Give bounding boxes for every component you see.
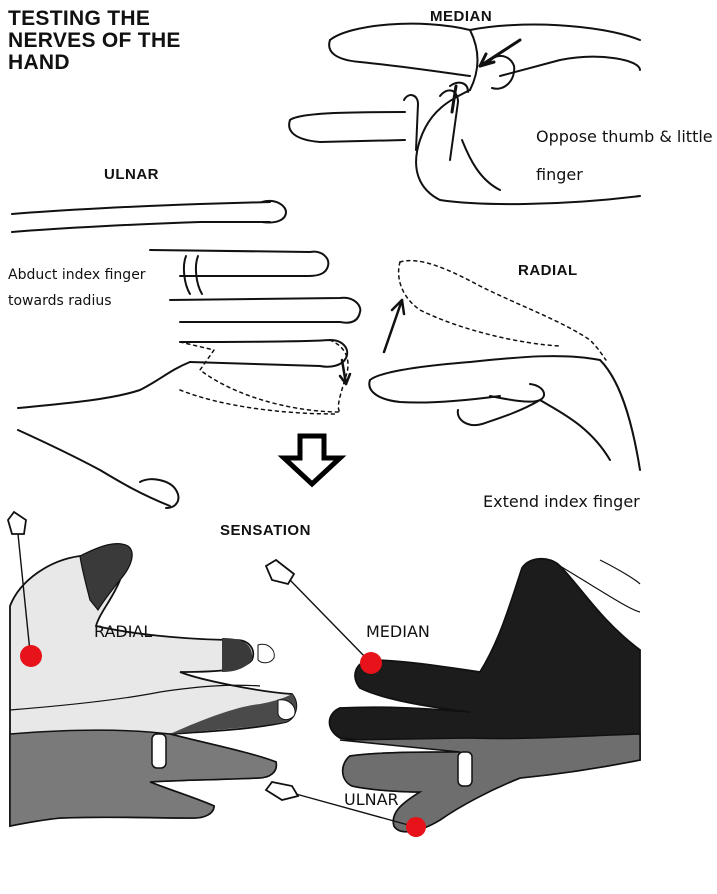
ring-icon [152, 734, 166, 768]
sensation-label: SENSATION [220, 522, 311, 539]
radial-test-hand [369, 261, 640, 470]
sensation-left-hand [10, 544, 296, 826]
median-instruction: Oppose thumb & little finger [536, 118, 716, 194]
radial-instruction: Extend index finger [483, 492, 640, 511]
ulnar-test-label: ULNAR [104, 166, 159, 183]
radial-sensation-region-label: RADIAL [94, 622, 152, 641]
ulnar-instruction: Abduct index finger towards radius [8, 262, 168, 314]
median-test-label: MEDIAN [430, 8, 492, 25]
needle-icon [266, 560, 368, 660]
ulnar-sensation-region-label: ULNAR [344, 790, 399, 809]
red-dot-icon [406, 817, 426, 837]
red-dot-icon [360, 652, 382, 674]
median-sensation-region-label: MEDIAN [366, 622, 430, 641]
down-arrow-icon [284, 436, 340, 484]
page-title: TESTING THE NERVES OF THE HAND [8, 8, 208, 74]
ring-icon [458, 752, 472, 786]
red-dot-icon [20, 645, 42, 667]
radial-test-label: RADIAL [518, 262, 578, 279]
